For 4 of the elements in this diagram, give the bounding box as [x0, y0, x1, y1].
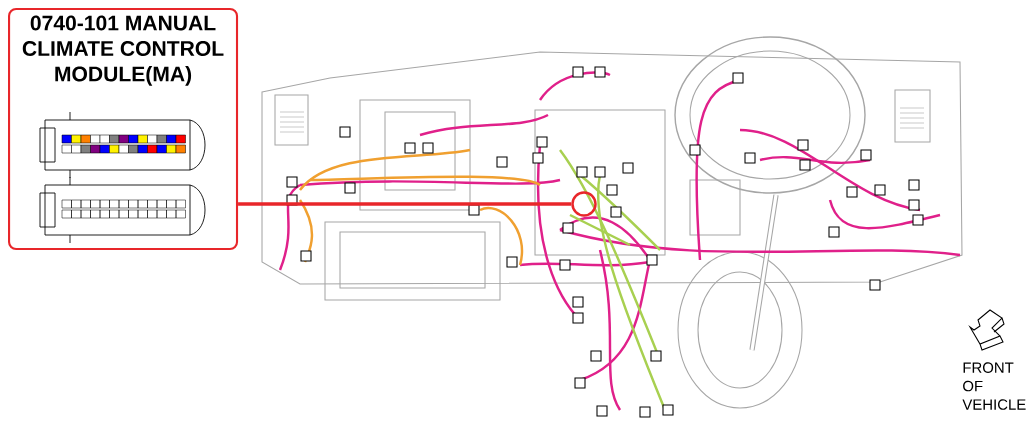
callout-box: 0740-101 MANUAL CLIMATE CONTROL MODULE(MA): [8, 8, 239, 251]
leader-line: [238, 202, 572, 206]
highlight-circle: [571, 191, 597, 217]
direction-label: FRONT OF VEHICLE: [962, 362, 1026, 410]
